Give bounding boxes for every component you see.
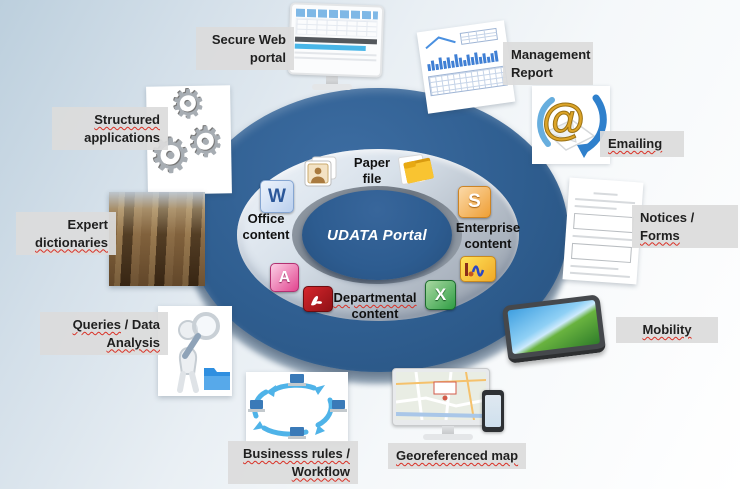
emailing-icon: @ [532, 86, 610, 164]
monitor-base [312, 84, 352, 90]
svg-text:@: @ [542, 95, 585, 144]
label-emailing: Emailing [600, 131, 684, 157]
imac-base [423, 434, 473, 440]
pdf-icon [303, 286, 333, 312]
portal-center: UDATA Portal [302, 190, 452, 280]
georeferenced-map-image [392, 368, 504, 446]
dictionaries-books-image [109, 192, 205, 286]
label-expert-dictionaries: Expert dictionaries [16, 212, 116, 256]
management-report-image [416, 20, 516, 114]
workflow-cycle-image [246, 372, 348, 442]
phone-screen [485, 395, 501, 427]
ring-label-paper-file: Paper file [353, 155, 391, 186]
ring-label-office-content: Office content [242, 211, 290, 242]
media-chart-icon [460, 256, 496, 282]
ring-label-enterprise-content: Enterprise content [455, 220, 521, 251]
label-structured-applications: Structured applications [52, 107, 168, 151]
tablet-screen [507, 299, 601, 355]
label-business-rules-workflow: Businesss rules / Workflow [228, 441, 358, 485]
portal-title: UDATA Portal [327, 226, 427, 244]
access-icon: A [270, 263, 299, 292]
sharepoint-icon: S [458, 186, 491, 218]
webpage-grid [295, 17, 378, 38]
imac-monitor [392, 368, 490, 426]
form-field-box [570, 242, 632, 264]
label-georeferenced-map: Georeferenced map [388, 443, 527, 469]
excel-icon: X [425, 280, 456, 310]
form-field-box [573, 212, 635, 234]
label-secure-web-portal: Secure Web portal [196, 27, 294, 71]
paper-folder-icon [397, 151, 439, 188]
tablet-body [501, 294, 607, 364]
map-phone [482, 390, 504, 432]
label-mobility: Mobility [616, 317, 718, 343]
webpage-highlight-bar [294, 43, 367, 52]
monitor-frame [287, 2, 385, 78]
mobility-tablet-image [501, 294, 611, 368]
report-table [427, 65, 508, 97]
label-queries-data-analysis: Queries / Data Analysis [40, 312, 168, 356]
secure-web-portal-image [286, 2, 385, 92]
monitor-stand [326, 76, 338, 84]
data-analysis-figure-image [158, 306, 232, 396]
label-management-report: Management Report [503, 42, 593, 86]
word-icon: W [260, 180, 294, 213]
imac-stand [442, 426, 454, 434]
contact-photos-icon [302, 156, 339, 188]
ring-label-departmental-content: Departmental content [333, 290, 417, 321]
label-notices-forms: Notices / Forms [632, 205, 738, 249]
